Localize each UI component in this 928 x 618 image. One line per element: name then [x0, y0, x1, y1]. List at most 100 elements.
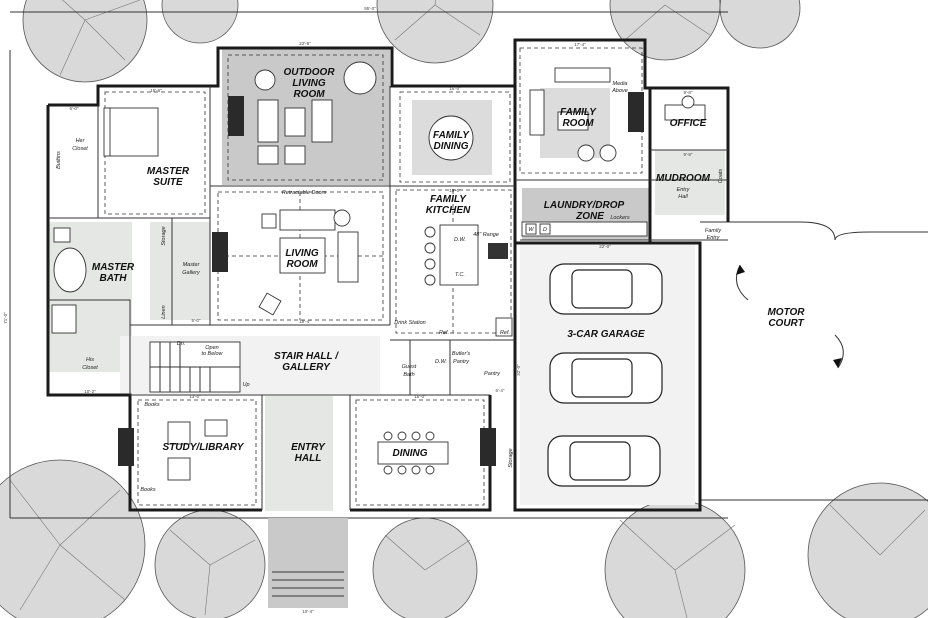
dim-living: 19'-4" — [299, 319, 311, 324]
dim-garage: 32'-0" — [516, 364, 521, 376]
media-above-note-1: Media — [613, 81, 628, 87]
family-room-fireplace — [628, 92, 644, 132]
dim-pantry: 6'-4" — [496, 388, 505, 393]
butlers-pantry-note-2: Pantry — [453, 359, 470, 365]
master-bed — [107, 107, 159, 157]
dryer-note: D — [543, 227, 547, 233]
dw-note-1: D.W. — [454, 237, 466, 243]
garage-cars — [547, 263, 663, 487]
study-fireplace — [118, 428, 134, 466]
kitchen-island — [439, 224, 479, 286]
plan-notes: Her Closet Builtins His Closet Master Ga… — [56, 81, 724, 493]
washer-note: W — [528, 227, 534, 233]
mudroom-marble — [655, 150, 725, 215]
dim-her-closet: 6'-0" — [70, 106, 79, 111]
tree-bottom-far-right — [807, 482, 928, 618]
living-fireplace — [212, 232, 228, 272]
tree-bottom-left — [0, 459, 146, 618]
books-note-1: Books — [144, 402, 160, 408]
dining-label: DINING — [393, 448, 428, 459]
stair-up-note: Up — [242, 382, 249, 388]
dim-dining: 16'-0" — [414, 394, 426, 399]
outdoor-living-label-1: OUTDOOR — [283, 67, 335, 78]
dim-his-closet: 10'-2" — [84, 389, 96, 394]
front-steps — [272, 571, 344, 597]
office-label: OFFICE — [670, 118, 707, 129]
overall-dimensions: 95'-0" 71'-0" — [3, 6, 728, 519]
interior-walls — [48, 86, 728, 510]
tree-bottom-center — [372, 517, 478, 618]
tree-top-center — [376, 0, 494, 64]
ref-note-2: Ref. — [500, 330, 510, 336]
stair-hall-label-1: STAIR HALL / — [274, 351, 339, 362]
coats-note: Coats — [718, 169, 724, 184]
living-room-label-1: LIVING — [285, 248, 319, 259]
open-below-note-2: to Below — [201, 351, 223, 357]
overall-depth-dim: 71'-0" — [3, 312, 8, 324]
dim-laundry: 22'-0" — [599, 244, 611, 249]
master-bath-marble — [48, 222, 132, 372]
dim-office: 9'-8" — [684, 90, 693, 95]
her-closet-note-2: Closet — [72, 146, 88, 152]
garage-label: 3-CAR GARAGE — [567, 329, 645, 340]
study-label: STUDY/LIBRARY — [163, 442, 245, 453]
family-room-label-1: FAMILY — [560, 107, 597, 118]
overall-width-dim: 95'-0" — [364, 6, 376, 11]
open-below-note-1: Open — [205, 345, 218, 351]
builtins-note: Builtins — [56, 151, 62, 169]
lockers-note: Lockers — [610, 215, 630, 221]
outdoor-living-label-2: LIVING — [292, 78, 326, 89]
her-closet-note-1: Her — [76, 138, 86, 144]
dim-stoop: 10'-4" — [302, 609, 314, 614]
family-dining-label-1: FAMILY — [433, 130, 470, 141]
his-closet-note-1: His — [86, 357, 94, 363]
dimension-strings: 22'-8" 15'-6" 6'-0" 15'-0" 17'-4" 9'-8" … — [70, 41, 693, 614]
dining-table — [377, 441, 449, 465]
family-entry-label-2: Entry — [707, 235, 721, 241]
storage-small-note: Storage — [161, 226, 167, 245]
motor-court-label-2: COURT — [768, 318, 804, 329]
dim-kitchen: 15'-0" — [449, 188, 461, 193]
ref-note-1: Ref. — [439, 330, 449, 336]
tree-top-right — [609, 0, 721, 61]
master-gallery-marble — [150, 222, 210, 320]
stair-hall-label-2: GALLERY — [282, 362, 331, 373]
family-dining-label-2: DINING — [434, 141, 469, 152]
family-kitchen-label-2: KITCHEN — [426, 205, 471, 216]
entry-hall-small-label-2: Hall — [678, 194, 688, 200]
master-bath-label-1: MASTER — [92, 262, 135, 273]
dim-family-dining: 15'-0" — [449, 86, 461, 91]
tc-note: T.C. — [455, 272, 465, 278]
entry-hall-marble — [265, 396, 333, 511]
dim-outdoor: 22'-8" — [299, 41, 311, 46]
master-gallery-note-2: Gallery — [182, 270, 201, 276]
outdoor-dining-table — [343, 61, 377, 95]
living-room-label-2: ROOM — [286, 259, 318, 270]
master-bath-label-2: BATH — [99, 273, 127, 284]
media-above-note-2: Above — [611, 88, 628, 94]
entry-hall-small-label-1: Entry — [677, 187, 691, 193]
dim-study: 13'-0" — [189, 394, 201, 399]
retractable-doors-note: Retractable Doors — [282, 190, 327, 196]
storage-garage-note: Storage — [508, 448, 514, 467]
master-suite-label-1: MASTER — [147, 166, 190, 177]
furniture — [51, 61, 706, 597]
master-suite-label-2: SUITE — [153, 177, 183, 188]
linen-note: Linen — [161, 305, 167, 318]
kitchen-range — [488, 243, 508, 259]
guest-bath-note-1: Guest — [402, 364, 417, 370]
stair-dn-note: Dn. — [177, 341, 186, 347]
guest-bath-note-2: Bath — [403, 372, 414, 378]
dim-family-room: 17'-4" — [574, 42, 586, 47]
mudroom-label: MUDROOM — [656, 173, 711, 184]
drink-station-note: Drink Station — [394, 320, 426, 326]
front-stoop-stone — [268, 518, 348, 608]
pantry-note: Pantry — [484, 371, 501, 377]
master-gallery-note-1: Master — [183, 262, 201, 268]
family-entry-label-1: Family — [705, 228, 722, 234]
laundry-label-2: ZONE — [575, 211, 604, 222]
family-dining-table — [428, 115, 474, 161]
dim-master: 15'-6" — [150, 88, 162, 93]
